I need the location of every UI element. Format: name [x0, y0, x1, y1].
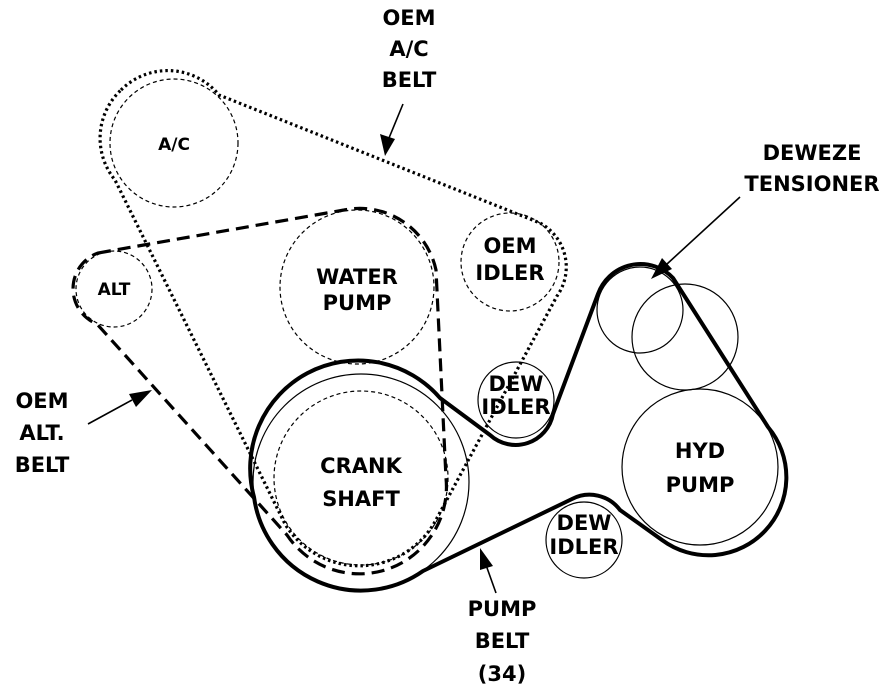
oem-alt-belt-leader	[87, 399, 133, 425]
pump-belt-label-line1: PUMP	[468, 597, 537, 621]
pulley-alt: ALT	[75, 250, 153, 328]
pulley-dew-idler-upper: DEW IDLER	[477, 361, 555, 439]
crank-shaft-label-line1: CRANK	[320, 454, 402, 478]
pump-belt-arrow	[480, 548, 493, 570]
pulley-alt-label: ALT	[98, 280, 131, 300]
dew-idler-lower-label-line2: IDLER	[549, 535, 618, 559]
dew-idler-upper-label-line2: IDLER	[481, 395, 550, 419]
pump-belt	[248, 262, 789, 593]
oem-idler-label-line1: OEM	[483, 234, 536, 258]
deweze-tensioner-label-line2: TENSIONER	[744, 172, 879, 196]
callout-oem-alt-belt: OEM ALT. BELT	[15, 389, 152, 477]
water-pump-label-line2: PUMP	[323, 291, 392, 315]
water-pump-label-line1: WATER	[316, 265, 398, 289]
pulley-ac: A/C	[109, 78, 239, 208]
deweze-tensioner-arrow	[651, 258, 672, 279]
pump-belt-leader	[485, 564, 497, 594]
oem-alt-belt-arrow	[129, 390, 152, 407]
hyd-pump-label-line1: HYD	[675, 439, 725, 463]
deweze-tensioner-leader	[666, 196, 741, 265]
pump-belt-label-line2: BELT	[475, 629, 530, 653]
crank-shaft-label-line2: SHAFT	[322, 487, 400, 511]
oem-ac-belt	[98, 68, 568, 568]
dew-idler-upper-label-line1: DEW	[489, 372, 544, 396]
pulley-water-pump: WATER PUMP	[279, 209, 435, 365]
hyd-pump-label-line2: PUMP	[666, 473, 735, 497]
oem-ac-belt-leader	[388, 103, 404, 139]
pulley-oem-idler: OEM IDLER	[460, 212, 560, 312]
oem-alt-belt	[71, 206, 449, 576]
deweze-tensioner-label-line1: DEWEZE	[763, 141, 862, 165]
oem-alt-belt-label-line2: ALT.	[19, 421, 64, 445]
oem-alt-belt-label-line1: OEM	[15, 389, 68, 413]
pulley-ac-label: A/C	[158, 135, 190, 155]
pulley-hyd-pump: HYD PUMP	[621, 388, 779, 546]
oem-alt-belt-label-line3: BELT	[15, 453, 70, 477]
oem-ac-belt-label-line3: BELT	[382, 68, 437, 92]
oem-idler-label-line2: IDLER	[475, 261, 544, 285]
oem-ac-belt-arrow	[380, 134, 395, 156]
callout-oem-ac-belt: OEM A/C BELT	[380, 6, 437, 156]
pump-belt-label-line3: (34)	[478, 662, 526, 686]
pulley-deweze-tensioner	[596, 266, 739, 391]
pulley-dew-idler-lower: DEW IDLER	[545, 501, 623, 579]
dew-idler-lower-label-line1: DEW	[557, 511, 612, 535]
callout-pump-belt: PUMP BELT (34)	[468, 548, 537, 686]
callout-deweze-tensioner: DEWEZE TENSIONER	[651, 141, 880, 279]
oem-ac-belt-label-line1: OEM	[382, 6, 435, 30]
oem-ac-belt-label-line2: A/C	[389, 37, 428, 61]
